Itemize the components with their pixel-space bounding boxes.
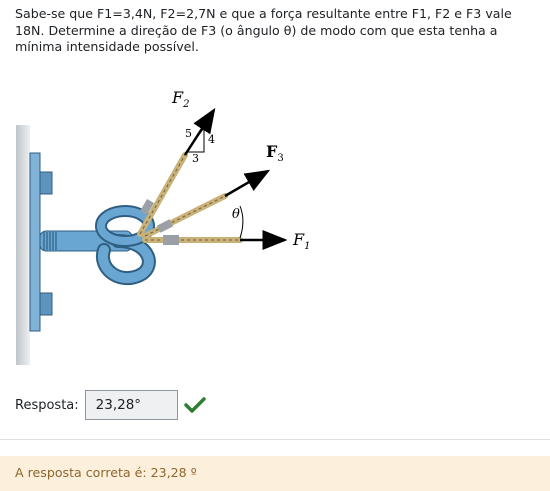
bolt-top — [39, 171, 53, 195]
arrow-f3 — [224, 169, 271, 198]
separator — [0, 439, 550, 440]
theta-arc — [239, 205, 244, 239]
rope-f2 — [137, 152, 188, 237]
theta-label: θ — [232, 207, 240, 222]
correct-answer-text: A resposta correta é: 23,28 º — [15, 465, 197, 480]
slope-label-5: 5 — [185, 127, 192, 140]
mounting-plate — [29, 152, 41, 332]
hook-force-figure: 5 4 3 θ F2 F3 F1 — [16, 88, 310, 365]
answer-input[interactable]: 23,28° — [84, 390, 178, 420]
slope-triangle — [185, 126, 205, 153]
wall — [16, 125, 30, 365]
slope-label-4: 4 — [208, 133, 215, 146]
f2-label: F2 — [171, 88, 189, 110]
check-icon — [183, 397, 206, 413]
slope-label-3: 3 — [192, 152, 199, 165]
answer-label: Resposta: — [15, 397, 79, 413]
feedback-panel: A resposta correta é: 23,28 º — [0, 456, 550, 491]
question-text: Sabe-se que F1=3,4N, F2=2,7N e que a for… — [15, 6, 512, 54]
bolt-bottom — [39, 292, 53, 316]
answer-row: Resposta: 23,28° — [15, 390, 206, 420]
question-container: Sabe-se que F1=3,4N, F2=2,7N e que a for… — [15, 6, 512, 420]
f1-label: F1 — [292, 230, 310, 252]
f3-label: F3 — [266, 142, 284, 164]
